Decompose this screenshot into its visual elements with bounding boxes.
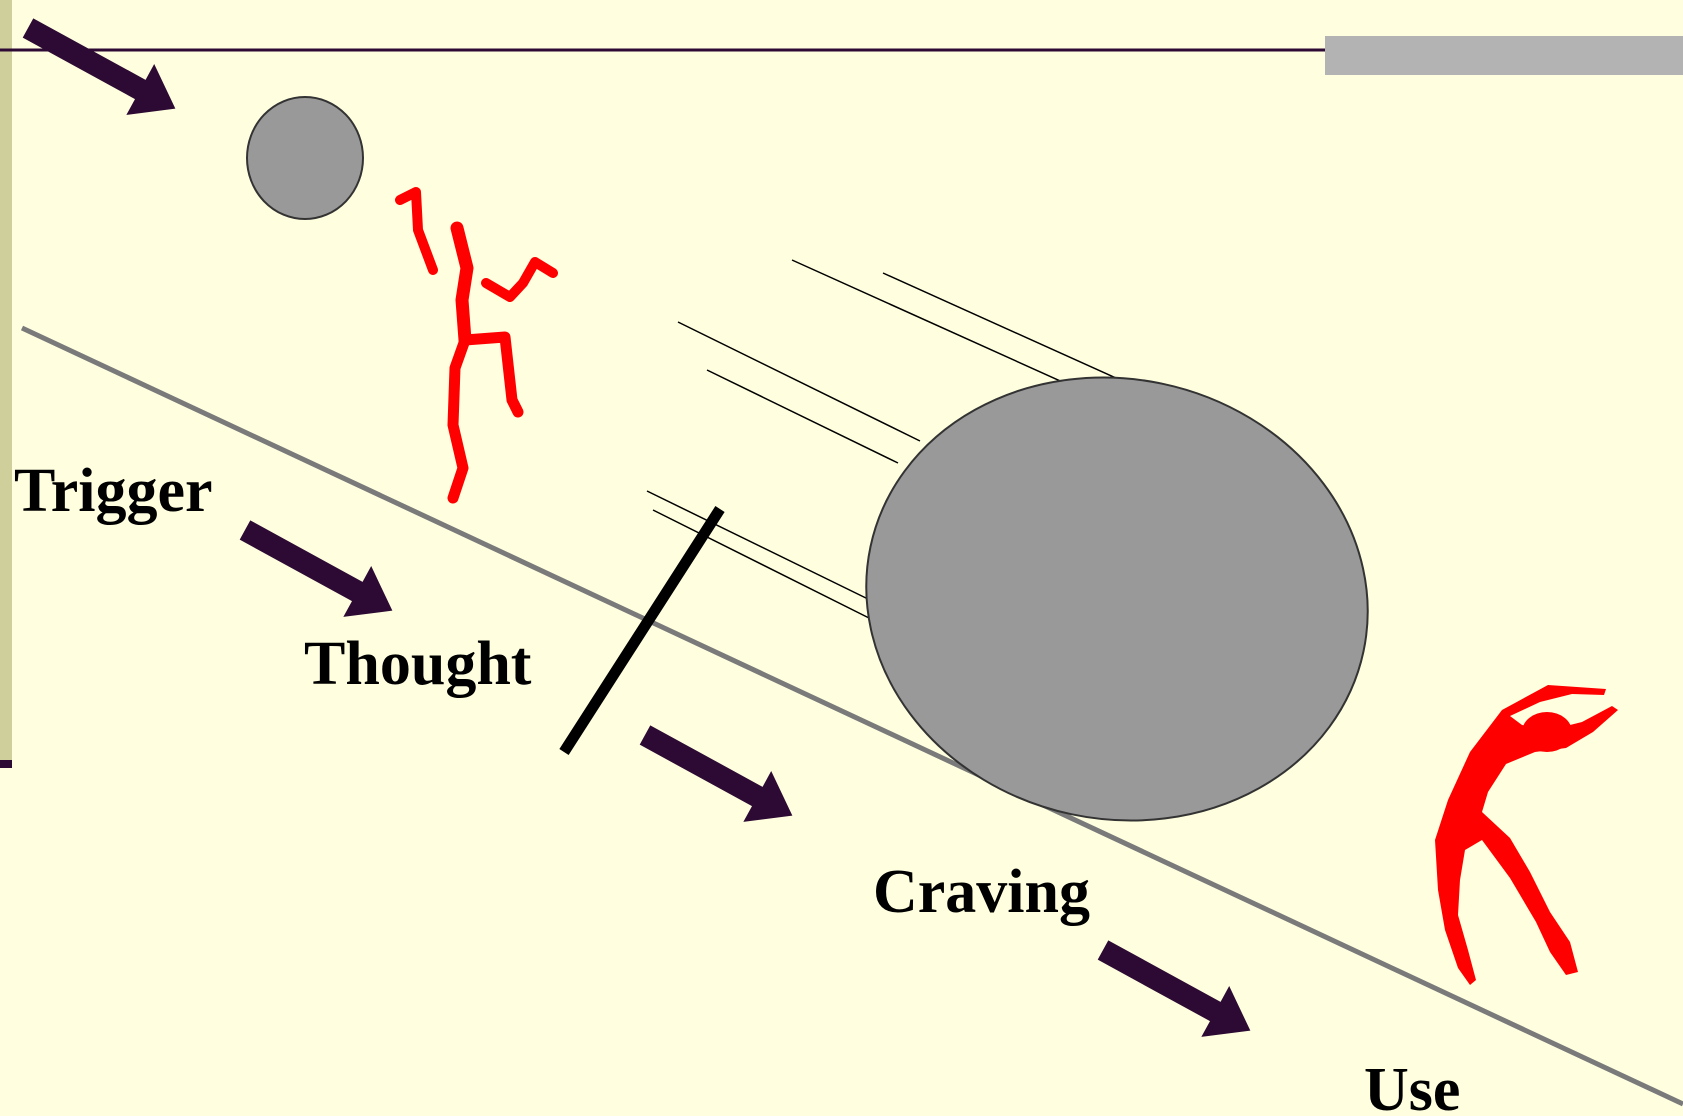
slope-line (20, 325, 1683, 1107)
craving-label: Craving (873, 858, 1090, 926)
left-bar-tick (0, 760, 12, 768)
arrow-right-down-icon (231, 504, 407, 637)
arrow-right-down-icon (631, 709, 807, 842)
barrier-icon (559, 506, 725, 755)
arrow-right-down-icon (14, 2, 190, 135)
ball-icon (246, 96, 364, 220)
stick-figure-icon (395, 187, 558, 504)
use-label: Use (1364, 1056, 1460, 1116)
stick-figure-icon (1435, 685, 1618, 985)
left-accent-bar (0, 0, 12, 760)
motion-lines-icon (646, 259, 1128, 621)
trigger-label: Trigger (14, 457, 213, 525)
ball-icon (865, 376, 1369, 822)
arrow-right-down-icon (1089, 924, 1265, 1057)
top-right-bar (1325, 36, 1683, 75)
thought-label: Thought (304, 630, 532, 698)
